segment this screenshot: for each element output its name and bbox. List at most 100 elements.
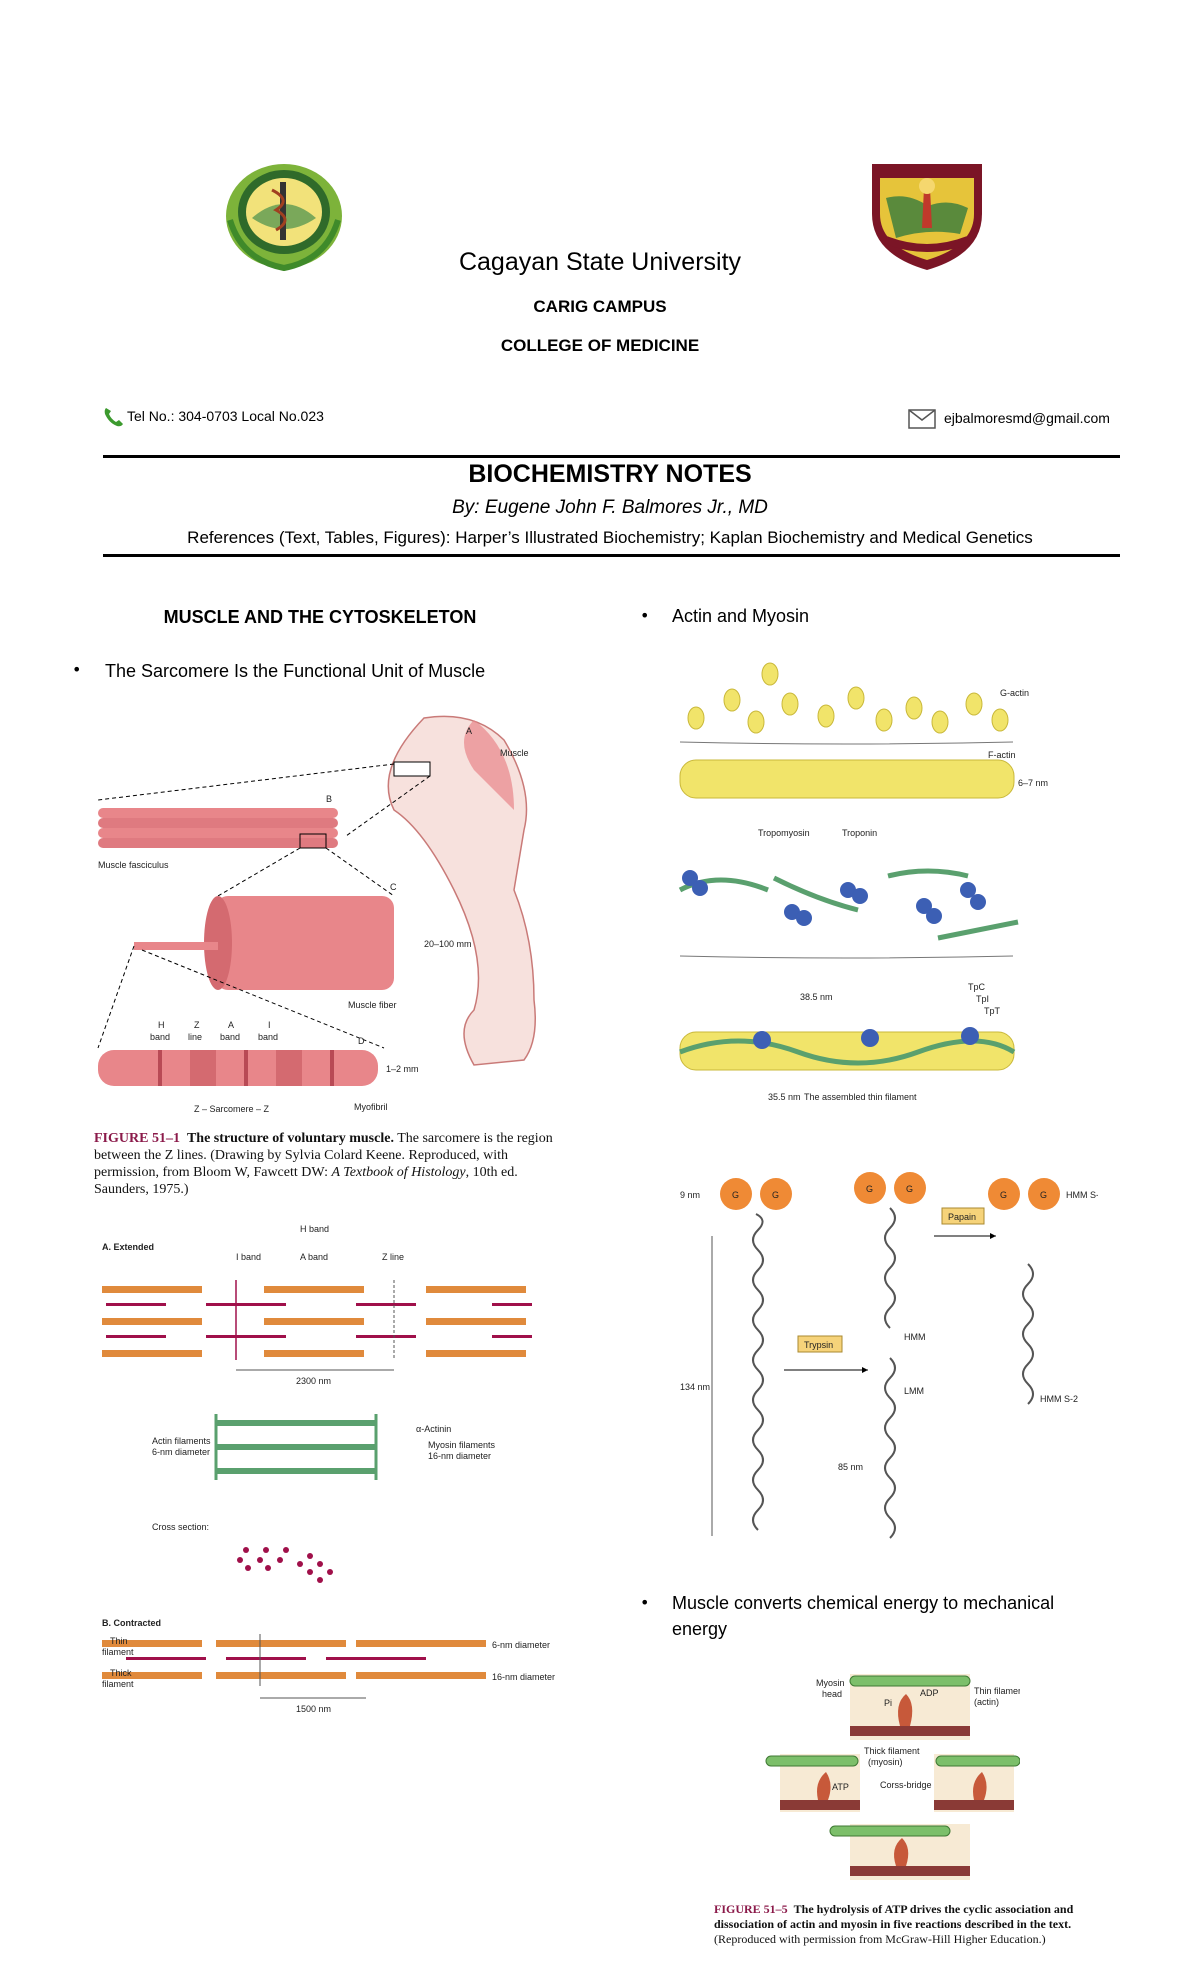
fig2-thin2: filament — [102, 1647, 134, 1657]
fig3-gactin: G-actin — [1000, 688, 1029, 698]
fig1-caption-title: The structure of voluntary muscle. — [186, 1131, 394, 1146]
thick-filaments — [780, 1726, 1014, 1876]
fig3-period2: 35.5 nm — [768, 1092, 801, 1102]
fig5-adp: ADP — [920, 1688, 939, 1698]
svg-text:G: G — [732, 1190, 739, 1200]
fig4-trypsin: Trypsin — [804, 1340, 833, 1350]
fig2-myosin1: Myosin filaments — [428, 1440, 496, 1450]
fig2-contracted: B. Contracted — [102, 1618, 161, 1628]
fig5-thick1: Thick filament — [864, 1746, 920, 1756]
left-seal — [222, 160, 346, 272]
fig4-hmms2: HMM S-2 — [1040, 1394, 1078, 1404]
email-address: ejbalmoresmd@gmail.com — [944, 410, 1110, 426]
page-title: BIOCHEMISTRY NOTES — [468, 460, 752, 488]
fig3-tpi: TpI — [976, 994, 989, 1004]
fig5-myosin-head1: Myosin — [816, 1678, 845, 1688]
fig3-size: 6–7 nm — [1018, 778, 1048, 788]
right-seal — [868, 158, 986, 274]
svg-text:G: G — [866, 1184, 873, 1194]
fig2-a-band: A band — [300, 1252, 328, 1262]
fig5-myosin-head2: head — [822, 1689, 842, 1699]
bullet-dot: • — [72, 660, 82, 679]
fig3-troponin: Troponin — [842, 828, 877, 838]
fig1-label-d: D — [358, 1036, 365, 1046]
figure-sarcomere-contraction: A. Extended H band I band A band Z line … — [96, 1220, 576, 1720]
myosin-heads-s1: G G — [988, 1178, 1060, 1210]
university-name: Cagayan State University — [458, 248, 742, 276]
energy-bullet-line1: Muscle converts chemical energy to mecha… — [672, 1593, 1055, 1613]
fig4-hmm: HMM — [904, 1332, 926, 1342]
extended-filaments — [102, 1280, 532, 1360]
figure-51-5-caption: FIGURE 51–5 The hydrolysis of ATP drives… — [714, 1902, 1074, 1947]
figure-51-5: Myosin head ADP Pi Thin filament (actin)… — [760, 1674, 1026, 1884]
fig2-myosin2: 16-nm diameter — [428, 1451, 491, 1461]
college-name: COLLEGE OF MEDICINE — [500, 336, 700, 355]
fig5-caption-number: FIGURE 51–5 — [714, 1902, 788, 1916]
fig2-z-line: Z line — [382, 1252, 404, 1262]
phone-number: Tel No.: 304-0703 Local No.023 — [127, 408, 324, 424]
fig2-actin2: 6-nm diameter — [152, 1447, 210, 1457]
fig1-caption-number: FIGURE 51–1 — [94, 1131, 180, 1146]
fig1-fiber-size: 20–100 mm — [424, 939, 472, 949]
fig5-thin2: (actin) — [974, 1697, 999, 1707]
fig2-thick1: Thick — [110, 1668, 132, 1678]
fig4-hmms1: HMM S-1 — [1066, 1190, 1098, 1200]
sarcomere-bullet: The Sarcomere Is the Functional Unit of … — [105, 661, 486, 681]
references-line: References (Text, Tables, Figures): Harp… — [187, 528, 1033, 547]
fig3-tpc: TpC — [968, 982, 986, 992]
fig3-tropomyosin: Tropomyosin — [758, 828, 810, 838]
tropomyosin-strands — [678, 868, 1019, 941]
actin-beads — [765, 1675, 1021, 1837]
fig5-thin1: Thin filament — [974, 1686, 1020, 1696]
contracted-filaments — [102, 1634, 486, 1686]
fig1-label-a2: A — [228, 1020, 234, 1030]
figure-myosin-fragments: 9 nm G G 134 nm G G HMM LMM 85 nm Trypsi… — [678, 1140, 1104, 1560]
energy-bullet-dot: • — [640, 1593, 650, 1612]
section-title: MUSCLE AND THE CYTOSKELETON — [163, 607, 477, 627]
fig1-caption-end: , 10th ed. Saunders, 1975.) — [94, 1165, 518, 1197]
troponin-complexes — [682, 870, 986, 926]
myosin-heads-intact: G G — [720, 1178, 792, 1210]
actin-myosin-bullet-dot: • — [640, 606, 650, 625]
fig4-lmm: LMM — [904, 1386, 924, 1396]
fig1-label-myofibril: Myofibril — [354, 1102, 388, 1112]
muscle-fiber — [134, 896, 394, 990]
fig1-label-b: B — [326, 794, 332, 804]
fig2-alpha: α-Actinin — [416, 1424, 451, 1434]
phone-icon — [102, 406, 124, 428]
myofibril — [98, 1050, 378, 1086]
fig2-d6: 6-nm diameter — [492, 1640, 550, 1650]
fig2-i-band: I band — [236, 1252, 261, 1262]
muscle-fasciculus — [98, 808, 338, 849]
fig1-myo-size: 1–2 mm — [386, 1064, 419, 1074]
fig1-label-band3: band — [258, 1032, 278, 1042]
top-rule — [103, 455, 1120, 458]
f-actin-filament — [679, 759, 1015, 799]
svg-text:G: G — [906, 1184, 913, 1194]
fig1-label-a: A — [466, 726, 472, 736]
assembled-thin-filament — [679, 1027, 1016, 1071]
fig2-thin1: Thin — [110, 1636, 128, 1646]
fig1-label-fasciculus: Muscle fasciculus — [98, 860, 169, 870]
fig5-caption-text: (Reproduced with permission from McGraw-… — [714, 1932, 1046, 1946]
fig4-134nm: 134 nm — [680, 1382, 710, 1392]
fig5-pi: Pi — [884, 1698, 892, 1708]
cross-section-dots — [237, 1547, 333, 1583]
fig5-atp: ATP — [832, 1782, 849, 1792]
fig3-tpt: TpT — [984, 1006, 1001, 1016]
fig1-label-z: Z — [194, 1020, 200, 1030]
fig1-label-line: line — [188, 1032, 202, 1042]
actin-myosin-bullet: Actin and Myosin — [672, 606, 810, 626]
energy-bullet-line2: energy — [672, 1619, 728, 1639]
fig2-actin1: Actin filaments — [152, 1436, 211, 1446]
fig2-len1: 2300 nm — [296, 1376, 331, 1386]
svg-text:G: G — [1040, 1190, 1047, 1200]
actin-myosin-bundle — [214, 1414, 378, 1480]
campus-name: CARIG CAMPUS — [533, 297, 667, 316]
fig1-label-i: I — [268, 1020, 271, 1030]
myosin-heads-trypsin: G G — [854, 1172, 926, 1204]
fig4-9nm: 9 nm — [680, 1190, 700, 1200]
fig2-extended: A. Extended — [102, 1242, 154, 1252]
fig1-label-muscle: Muscle — [500, 748, 529, 758]
fig4-papain: Papain — [948, 1212, 976, 1222]
